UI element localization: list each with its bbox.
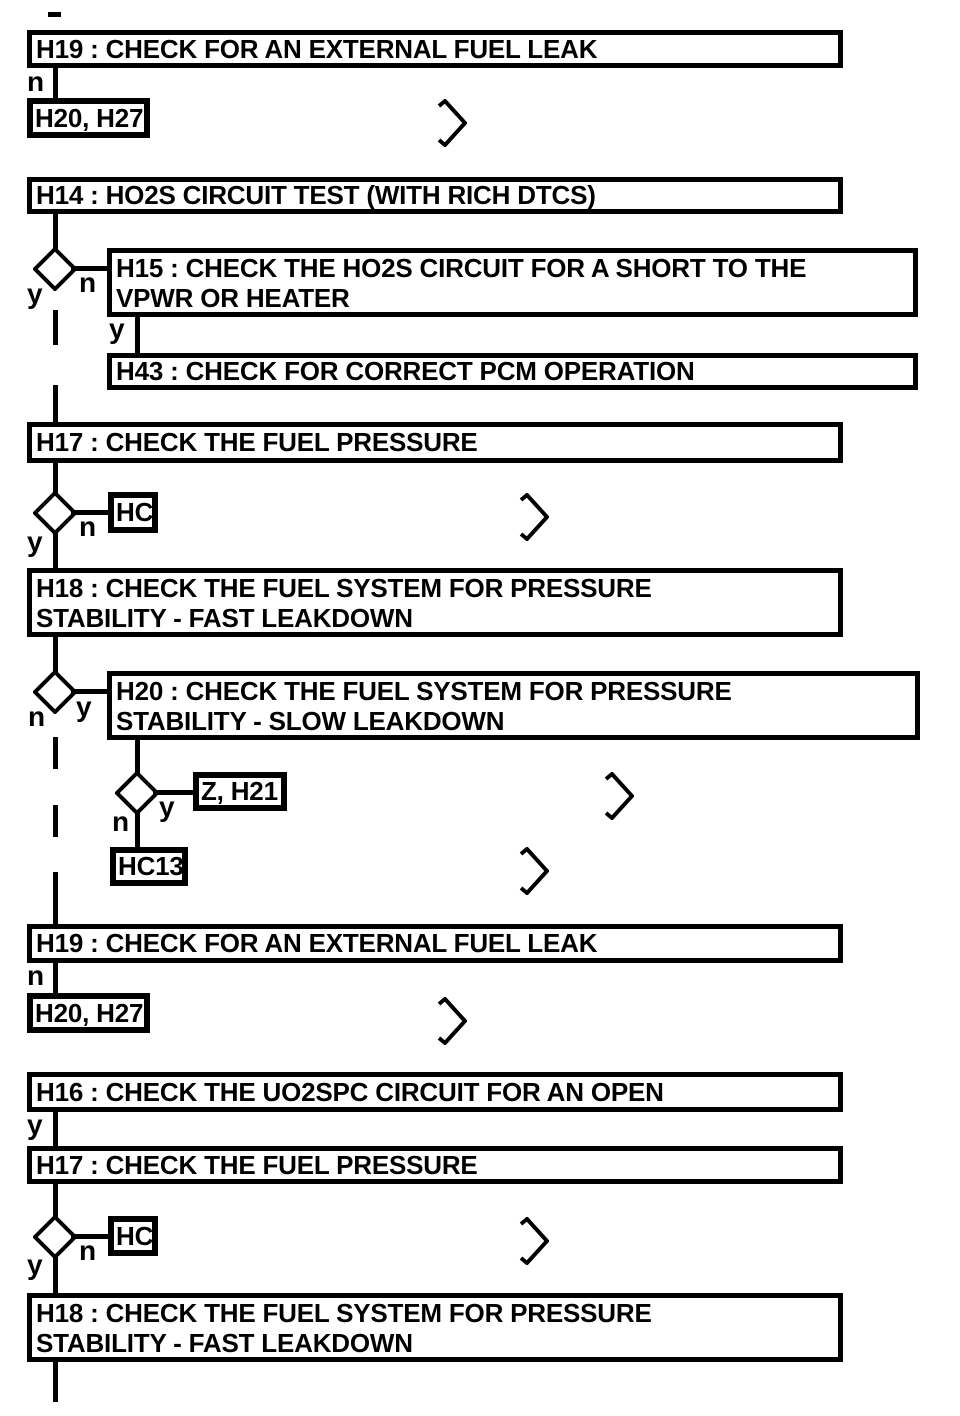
connector-line	[53, 530, 58, 570]
chevron-right-icon	[519, 1217, 549, 1265]
step-box-h20: H20 : CHECK THE FUEL SYSTEM FOR PRESSURE…	[107, 671, 920, 740]
result-box-hc-1: HC	[108, 492, 158, 533]
step-box-label: H19 : CHECK FOR AN EXTERNAL FUEL LEAK	[36, 33, 598, 64]
step-box-label: H17 : CHECK THE FUEL PRESSURE	[36, 427, 478, 457]
connector-line	[53, 213, 58, 251]
result-box-z-h21: Z, H21	[193, 772, 287, 811]
result-box-h20-h27-1: H20, H27	[27, 98, 150, 138]
result-box-label: HC13	[118, 851, 184, 881]
step-box-label: H43 : CHECK FOR CORRECT PCM OPERATION	[116, 356, 695, 386]
connector-line	[53, 636, 58, 672]
result-box-h20-h27-2: H20, H27	[27, 993, 150, 1033]
connector-line	[53, 1254, 58, 1295]
connector-line	[71, 689, 109, 694]
result-box-label: H20, H27	[35, 997, 144, 1028]
result-box-hc-2: HC	[108, 1216, 158, 1256]
result-box-label: H20, H27	[35, 102, 144, 133]
branch-label-yes: y	[27, 1249, 43, 1280]
branch-label-no: n	[79, 267, 97, 298]
step-box-label: H14 : HO2S CIRCUIT TEST (WITH RICH DTCS)	[36, 180, 596, 210]
connector-line	[71, 510, 110, 515]
branch-label-yes: y	[159, 791, 175, 822]
step-box-h17-1: H17 : CHECK THE FUEL PRESSURE	[27, 422, 843, 463]
branch-label-yes: y	[76, 691, 92, 722]
decision-diamond-3	[33, 670, 77, 714]
chevron-right-icon	[437, 997, 467, 1045]
connector-line	[53, 461, 58, 496]
branch-label-no: n	[79, 1235, 97, 1266]
branch-label-yes: y	[27, 1109, 43, 1140]
branch-label-yes: y	[109, 313, 125, 344]
connector-line	[53, 1360, 58, 1402]
connector-line	[71, 1234, 110, 1239]
connector-line	[53, 905, 58, 924]
step-box-label-line2: STABILITY - FAST LEAKDOWN	[36, 1327, 413, 1358]
connector-line	[53, 1110, 58, 1148]
connector-line	[53, 66, 58, 100]
branch-label-no: n	[79, 511, 97, 542]
step-box-h18-1: H18 : CHECK THE FUEL SYSTEM FOR PRESSURE…	[27, 568, 843, 637]
step-box-label-line1: H18 : CHECK THE FUEL SYSTEM FOR PRESSURE	[36, 1297, 652, 1328]
branch-label-yes: y	[27, 526, 43, 557]
step-box-label-line1: H18 : CHECK THE FUEL SYSTEM FOR PRESSURE	[36, 572, 652, 603]
dashed-connector-line	[53, 296, 58, 422]
step-box-label: H19 : CHECK FOR AN EXTERNAL FUEL LEAK	[36, 928, 598, 958]
step-box-label-line2: STABILITY - SLOW LEAKDOWN	[116, 705, 505, 736]
chevron-right-icon	[604, 772, 634, 820]
branch-label-no: n	[27, 66, 45, 97]
branch-label-yes: y	[27, 278, 43, 309]
step-box-label-line2: VPWR OR HEATER	[116, 282, 350, 313]
connector-line	[153, 790, 195, 795]
connector-line	[135, 810, 140, 849]
result-box-label: HC	[116, 1220, 154, 1251]
chevron-right-icon	[519, 493, 549, 541]
step-box-h19-1: H19 : CHECK FOR AN EXTERNAL FUEL LEAK	[27, 30, 843, 68]
step-box-label-line2: STABILITY - FAST LEAKDOWN	[36, 602, 413, 633]
chevron-right-icon	[437, 99, 467, 147]
decision-diamond-1	[33, 247, 77, 291]
step-box-h16: H16 : CHECK THE UO2SPC CIRCUIT FOR AN OP…	[27, 1072, 843, 1112]
step-box-h43: H43 : CHECK FOR CORRECT PCM OPERATION	[107, 353, 918, 390]
step-box-label-line1: H20 : CHECK THE FUEL SYSTEM FOR PRESSURE	[116, 675, 732, 706]
step-box-label: H17 : CHECK THE FUEL PRESSURE	[36, 1149, 478, 1180]
connector-line	[71, 266, 109, 271]
step-box-h19-2: H19 : CHECK FOR AN EXTERNAL FUEL LEAK	[27, 924, 843, 963]
step-box-h17-2: H17 : CHECK THE FUEL PRESSURE	[27, 1146, 843, 1184]
step-box-h15: H15 : CHECK THE HO2S CIRCUIT FOR A SHORT…	[107, 248, 918, 317]
branch-label-no: n	[27, 960, 45, 991]
continuation-dash	[48, 12, 61, 17]
dashed-connector-line	[53, 714, 58, 905]
step-box-label-line1: H15 : CHECK THE HO2S CIRCUIT FOR A SHORT…	[116, 252, 807, 283]
connector-line	[135, 315, 140, 355]
branch-label-no: n	[28, 701, 46, 732]
connector-line	[53, 961, 58, 993]
result-box-hc13: HC13	[110, 847, 188, 886]
result-box-label: HC	[116, 497, 154, 527]
connector-line	[53, 1182, 58, 1218]
result-box-label: Z, H21	[201, 776, 278, 806]
connector-line	[135, 738, 140, 775]
step-box-label: H16 : CHECK THE UO2SPC CIRCUIT FOR AN OP…	[36, 1076, 664, 1107]
chevron-right-icon	[519, 847, 549, 895]
step-box-h14: H14 : HO2S CIRCUIT TEST (WITH RICH DTCS)	[27, 177, 843, 214]
branch-label-no: n	[112, 806, 130, 837]
step-box-h18-2: H18 : CHECK THE FUEL SYSTEM FOR PRESSURE…	[27, 1293, 843, 1362]
